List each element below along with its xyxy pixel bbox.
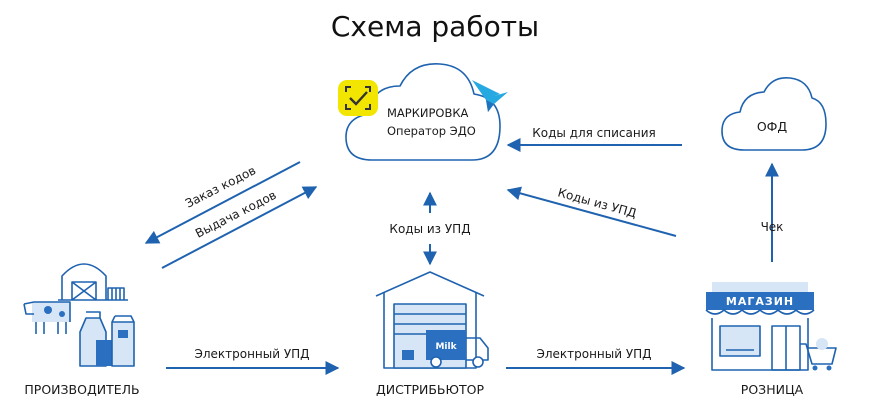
- cow-icon: [23, 301, 71, 334]
- operator-cloud-icon: [345, 63, 501, 161]
- edge-write-off-codes: Коды для списания: [506, 126, 682, 152]
- edge-codes-from-upd-retail: Коды из УПД: [506, 185, 677, 237]
- edge-label-codes-from-upd-center: Коды из УПД: [389, 222, 470, 236]
- shopping-cart-icon: [800, 338, 837, 371]
- edge-edo-distributor-retail: Электронный УПД: [506, 347, 686, 375]
- shop-icon: МАГАЗИН: [705, 282, 815, 371]
- edge-order-codes: Заказ кодов: [144, 161, 301, 244]
- distributor-label: ДИСТРИБЬЮТОР: [376, 382, 484, 397]
- edge-label-edo-producer-distributor: Электронный УПД: [194, 347, 309, 361]
- truck-milk-label: Milk: [435, 342, 457, 352]
- distributor-node: Milk ДИСТРИБЬЮТОР: [375, 271, 489, 397]
- diagram-title: Схема работы: [331, 10, 539, 43]
- edo-bird-icon: [472, 80, 508, 112]
- retail-label: РОЗНИЦА: [741, 382, 804, 397]
- operator-subtitle: Оператор ЭДО: [387, 124, 476, 138]
- shop-sign: МАГАЗИН: [726, 295, 794, 308]
- edge-codes-from-upd-center: Коды из УПД: [389, 191, 471, 266]
- farm-barn-icon: [58, 263, 128, 301]
- edge-label-edo-distributor-retail: Электронный УПД: [536, 347, 651, 361]
- ofd-label: ОФД: [757, 119, 788, 134]
- milk-truck-icon: Milk: [426, 330, 489, 368]
- milk-products-icon: [79, 311, 135, 367]
- producer-node: ПРОИЗВОДИТЕЛЬ: [23, 263, 140, 397]
- ofd-node: ОФД: [721, 76, 827, 151]
- ofd-cloud-icon: [721, 76, 827, 151]
- retail-node: МАГАЗИН РОЗНИЦА: [705, 282, 837, 397]
- operator-title: МАРКИРОВКА: [387, 106, 469, 120]
- operator-node: МАРКИРОВКА Оператор ЭДО: [338, 63, 508, 161]
- edge-label-receipt: Чек: [761, 220, 784, 234]
- marking-logo-icon: [338, 80, 378, 116]
- edge-receipt: Чек: [761, 162, 784, 262]
- producer-label: ПРОИЗВОДИТЕЛЬ: [24, 382, 139, 397]
- edge-edo-producer-distributor: Электронный УПД: [166, 347, 340, 375]
- edge-label-write-off-codes: Коды для списания: [532, 126, 656, 140]
